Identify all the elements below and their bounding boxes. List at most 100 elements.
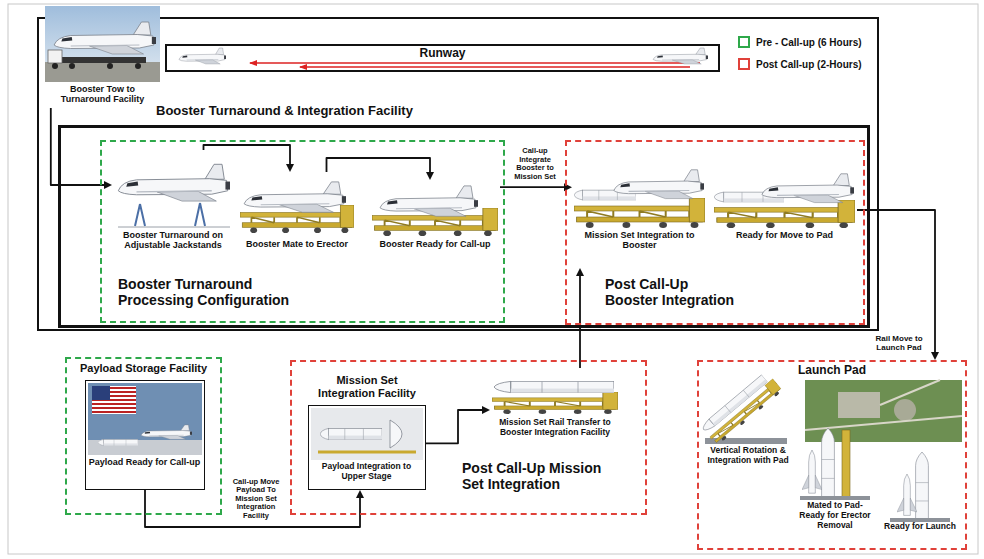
- payload-integration-photo: [311, 408, 423, 460]
- region-heading: Post Call-Up Mission Set Integration: [462, 460, 612, 492]
- launch-ready-scene: [897, 474, 917, 515]
- ready-move-scene: [714, 200, 855, 228]
- region-heading: Booster Turnaround Processing Configurat…: [118, 276, 323, 308]
- region-heading: Post Call-Up Booster Integration: [605, 276, 740, 308]
- payload-integration-photo: [390, 420, 402, 448]
- connector-line: [426, 410, 482, 443]
- jackstand-scene: [135, 203, 205, 226]
- flow-connector: [327, 158, 435, 180]
- caption-text: Mission Set Rail Transfer to Booster Int…: [490, 418, 620, 438]
- step-panel: Ready for Launch: [876, 448, 964, 546]
- edge-label: Call-up Move Payload To Mission Set Inte…: [227, 478, 285, 520]
- caption-text: Booster Turnaround on Adjustable Jacksta…: [112, 230, 234, 251]
- arrow-head: [482, 406, 490, 414]
- runway-plane-icon: [653, 48, 708, 64]
- region-heading: Launch Pad: [784, 364, 880, 378]
- edge-label: Call-up Integrate Booster to Mission Set: [508, 147, 562, 181]
- tow-photo: [52, 63, 58, 69]
- step-panel: Mission Set Rail Transfer to Booster Int…: [490, 368, 620, 455]
- runway-label: Runway: [167, 47, 718, 61]
- launch-site-photo: [838, 392, 880, 418]
- ready-move-scene: [714, 174, 855, 228]
- caption-text: Booster Ready for Call-up: [370, 239, 500, 249]
- caption-text: Payload Ready for Call-up: [86, 457, 203, 467]
- legend-row: Post Call-up (2-Hours): [738, 58, 862, 70]
- pre-callup-region: Booster Turnaround Processing Configurat…: [100, 140, 505, 323]
- legend-text: Post Call-up (2-Hours): [756, 59, 862, 70]
- payload-integration-photo: [311, 408, 423, 460]
- pre-callup-region: Payload Storage FacilityPayload Ready fo…: [65, 357, 222, 515]
- tow-photo: [69, 63, 75, 69]
- payload-hangar-photo: [141, 425, 192, 439]
- step-panel: Booster Turnaround on Adjustable Jacksta…: [112, 150, 234, 275]
- mission-integration-scene: [574, 170, 705, 228]
- payload-integration-photo: [320, 428, 382, 439]
- region-heading: Payload Storage Facility: [67, 362, 220, 375]
- legend-row: Pre - Call-up (6 Hours): [738, 36, 862, 48]
- booster-ready-scene: [372, 186, 498, 236]
- vertical-rotation-scene: [700, 371, 787, 446]
- flow-connector: [576, 268, 584, 368]
- mission-integration-scene: [574, 198, 705, 228]
- arrow-head: [286, 164, 294, 172]
- step-panel: Mated to Pad- Ready for Erector Removal: [796, 425, 874, 543]
- legend-swatch: [738, 58, 750, 70]
- runway-arrows: [300, 66, 690, 68]
- booster-ready-scene: [380, 186, 478, 216]
- payload-hangar-photo: [98, 439, 138, 445]
- jackstand-scene: [118, 227, 230, 228]
- flow-connector: [204, 145, 295, 172]
- launch-site-photo: [894, 399, 916, 421]
- tow-photo: [107, 63, 113, 69]
- facility-box: Mission Set Integration FacilityPayload …: [308, 405, 426, 490]
- payload-hangar-photo: [92, 386, 136, 414]
- post-callup-region: Launch PadVertical Rotation & Integratio…: [697, 360, 967, 550]
- runway-strip: Runway: [165, 44, 720, 72]
- facility-heading: Mission Set Integration Facility: [311, 374, 423, 399]
- payload-integration-photo: [318, 451, 416, 454]
- connector-line: [579, 276, 581, 368]
- tow-photo: [135, 63, 141, 69]
- step-panel: Ready for Move to Pad: [712, 160, 857, 260]
- photo-panel: Payload Ready for Call-up: [85, 380, 205, 490]
- launch-site-photo: [805, 380, 962, 430]
- mission-integration-scene: [614, 170, 704, 199]
- caption-text: Mission Set Integration to Booster: [572, 230, 707, 251]
- caption-text: Ready for Move to Pad: [712, 230, 857, 240]
- vertical-rotation-scene: [700, 375, 767, 433]
- mated-rocket-scene: [822, 428, 835, 498]
- connector-line: [204, 145, 291, 164]
- arrow-head: [356, 490, 364, 498]
- tow-photo: [48, 50, 62, 63]
- step-panel: Mission Set Integration to Booster: [572, 150, 707, 268]
- rail-transfer-scene: [494, 381, 614, 392]
- mated-rocket-scene: [800, 428, 870, 500]
- vertical-rotation-scene: [700, 371, 783, 446]
- connector-line: [327, 158, 431, 172]
- launch-ready-scene: [916, 452, 929, 520]
- caption-text: Booster Tow to Turnaround Facility: [45, 84, 160, 105]
- rail-transfer-scene: [492, 381, 618, 414]
- tow-photo: [45, 6, 160, 82]
- jackstand-scene: [118, 164, 230, 201]
- connector-line: [500, 186, 564, 188]
- arrow-head: [104, 181, 112, 189]
- arrow-head: [426, 172, 434, 180]
- facility-frame: Booster Turnaround & Integration Facilit…: [58, 125, 870, 328]
- image-frame: [8, 4, 978, 554]
- tow-photo: [62, 57, 146, 63]
- facility-heading: Booster Turnaround & Integration Facilit…: [156, 104, 596, 119]
- tow-photo: [54, 22, 156, 54]
- caption-text: Vertical Rotation & Integration with Pad: [702, 446, 794, 466]
- site-frame: [38, 18, 878, 330]
- payload-hangar-photo: [88, 383, 202, 455]
- runway-arrows: [250, 63, 700, 67]
- post-callup-region: Post Call-Up Mission Set Integration Miss…: [290, 360, 647, 515]
- mated-rocket-scene: [800, 496, 870, 500]
- caption-text: Ready for Launch: [876, 522, 964, 532]
- caption-text: Booster Mate to Erector: [238, 239, 356, 249]
- payload-hangar-photo: [88, 383, 202, 455]
- legend-swatch: [738, 36, 750, 48]
- legend-text: Pre - Call-up (6 Hours): [756, 37, 862, 48]
